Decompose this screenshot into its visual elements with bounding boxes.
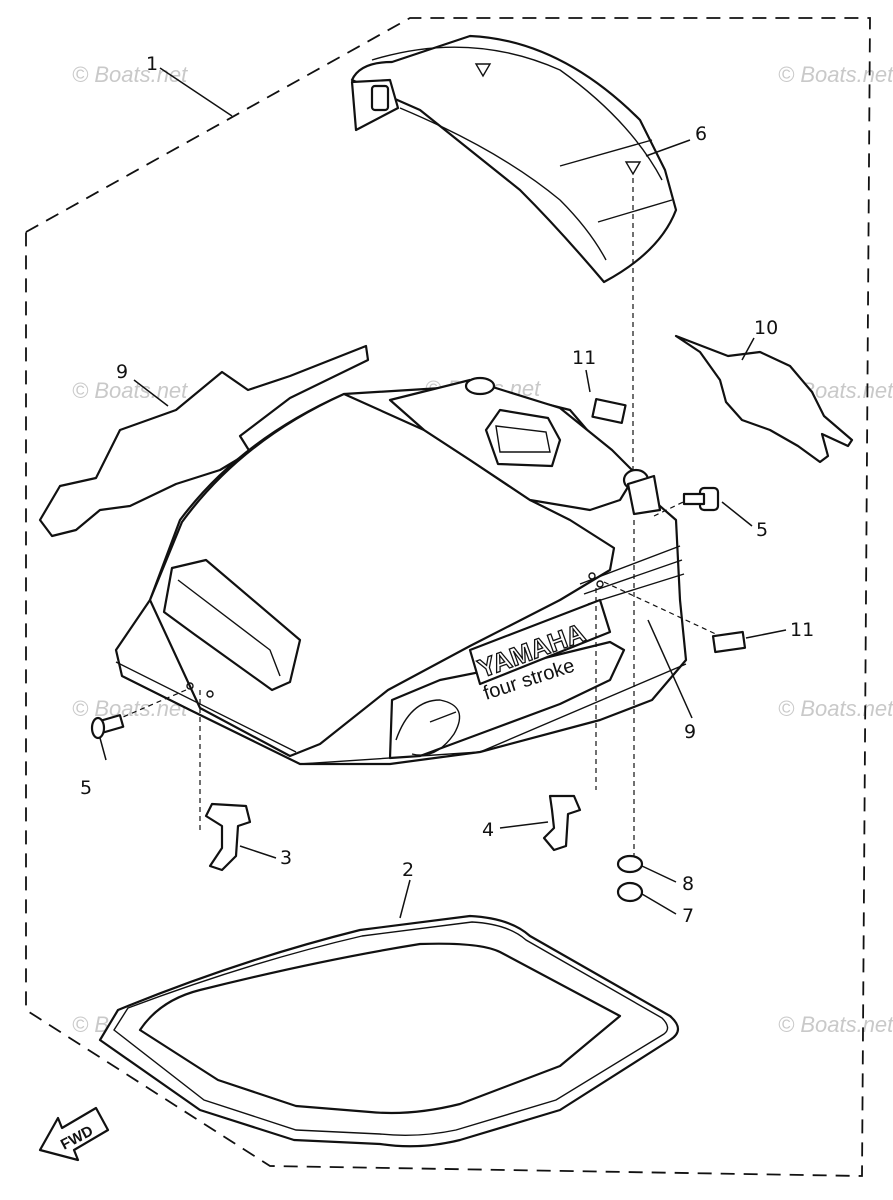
watermark: © Boats.net bbox=[72, 378, 188, 403]
callout-3: 3 bbox=[280, 847, 292, 869]
callout-10: 10 bbox=[754, 317, 778, 339]
bolt-left-part bbox=[90, 714, 125, 740]
main-cowling-part: four stroke YAMAHA bbox=[114, 376, 721, 860]
assembly-boundary bbox=[25, 17, 871, 1177]
top-cover-part bbox=[350, 34, 678, 480]
callout-5-left: 5 bbox=[80, 777, 92, 799]
watermark: © Boats.net bbox=[778, 1012, 893, 1037]
callout-2: 2 bbox=[402, 859, 414, 881]
watermark: © Boats.net bbox=[778, 62, 893, 87]
callout-1: 1 bbox=[146, 53, 158, 75]
callout-7: 7 bbox=[682, 905, 694, 927]
right-decal-part bbox=[674, 334, 854, 464]
callout-8: 8 bbox=[682, 873, 694, 895]
nut-part bbox=[616, 881, 644, 903]
leader-lines bbox=[99, 67, 787, 919]
callout-9-left: 9 bbox=[116, 361, 128, 383]
bolt-right-part bbox=[682, 486, 720, 512]
pad-upper-part bbox=[591, 397, 627, 425]
callout-9-right: 9 bbox=[684, 721, 696, 743]
callout-6: 6 bbox=[695, 123, 707, 145]
forward-arrow-icon: FWD bbox=[38, 1106, 110, 1162]
callout-11-lower: 11 bbox=[790, 619, 814, 641]
left-decal-part bbox=[38, 344, 370, 538]
washer-part bbox=[616, 854, 644, 874]
bracket-left-part bbox=[204, 802, 252, 872]
callout-numbers: 1 6 9 10 11 5 11 9 5 3 4 8 7 2 bbox=[80, 53, 814, 927]
callout-4: 4 bbox=[482, 819, 494, 841]
callout-5-right: 5 bbox=[756, 519, 768, 541]
callout-11-upper: 11 bbox=[572, 347, 596, 369]
pad-lower-part bbox=[711, 630, 747, 654]
bracket-right-part bbox=[542, 794, 582, 852]
seal-part bbox=[98, 914, 680, 1148]
watermark: © Boats.net bbox=[778, 696, 893, 721]
